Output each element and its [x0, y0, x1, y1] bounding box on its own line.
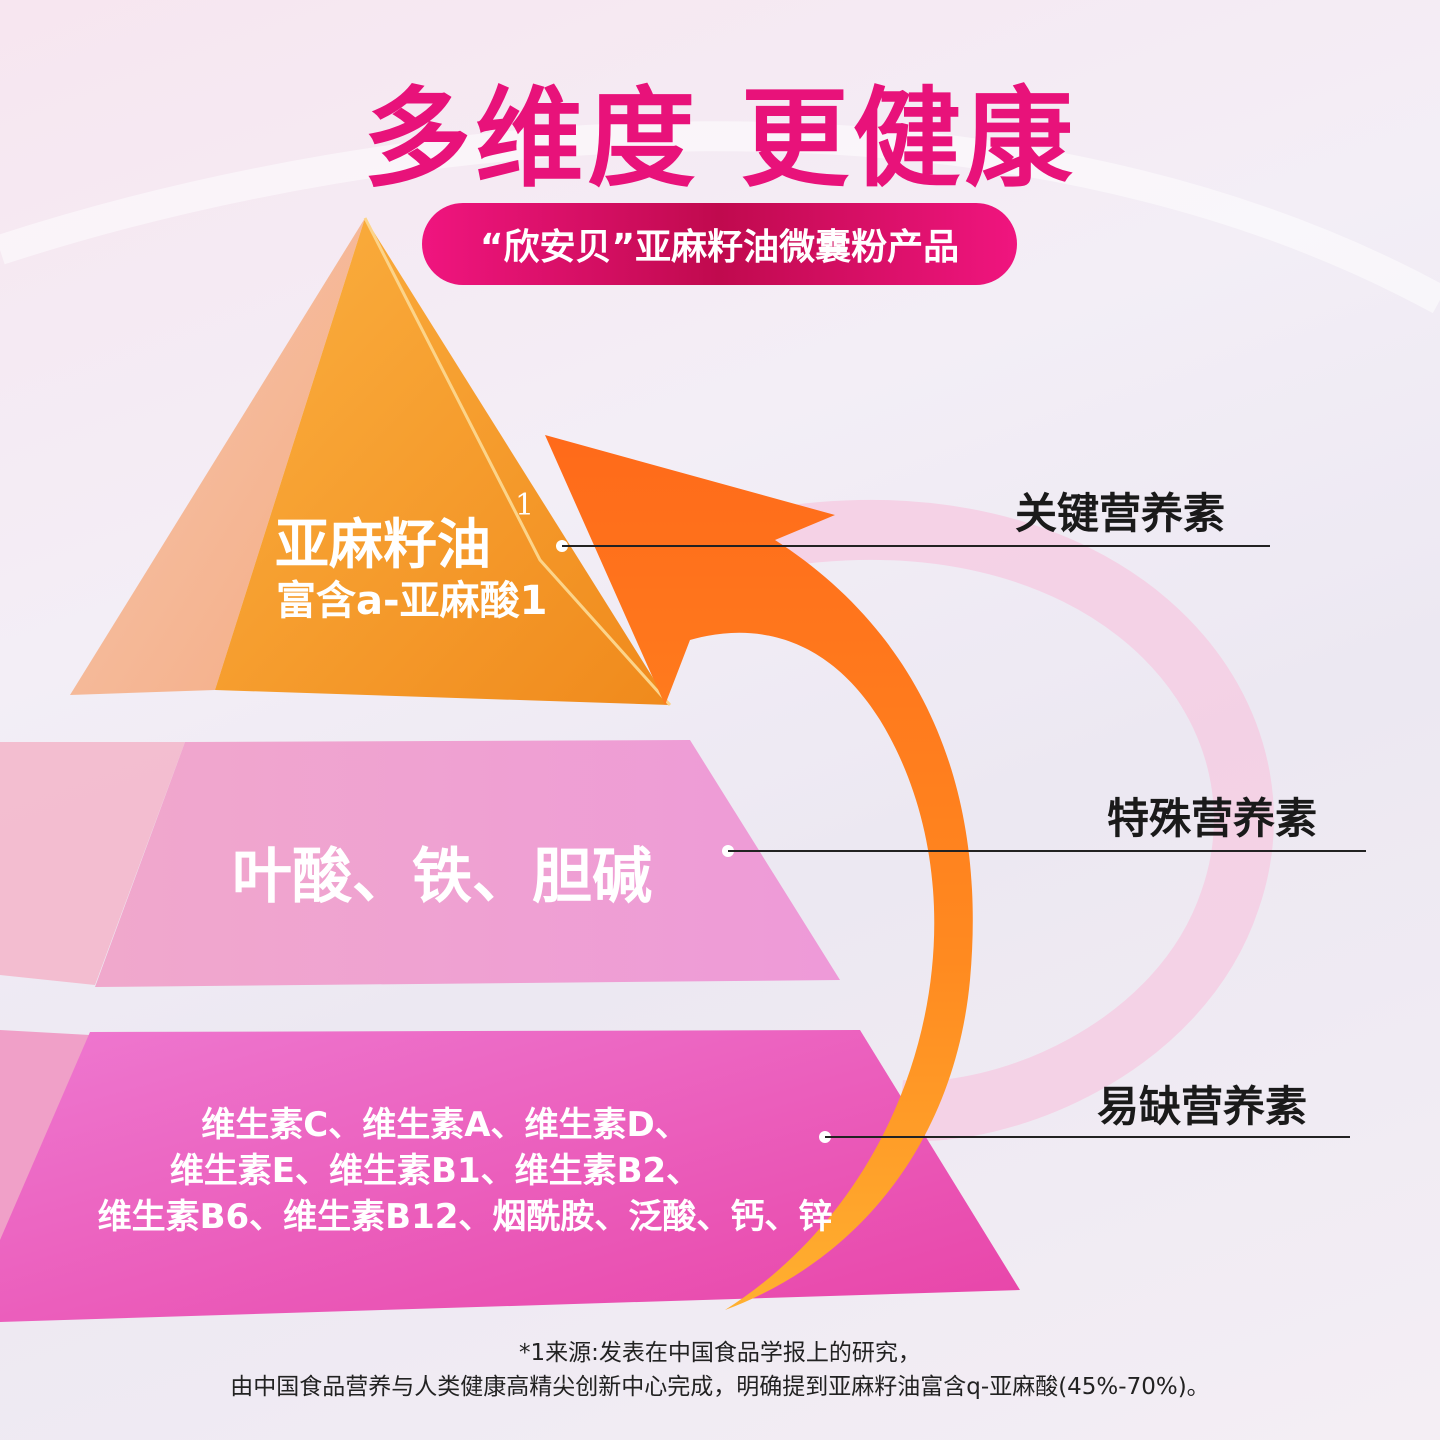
pointer-line: [562, 545, 1270, 547]
content-line: 维生素B6、维生素B12、烟酰胺、泛酸、钙、锌: [97, 1197, 833, 1237]
pointer-line: [728, 850, 1366, 852]
tier-bottom-content: 维生素C、维生素A、维生素D、 维生素E、维生素B1、维生素B2、 维生素B6、…: [0, 1102, 900, 1240]
pyramid-middle-front-face: [95, 740, 840, 987]
footnote: *1来源:发表在中国食品学报上的研究， 由中国食品营养与人类健康高精尖创新中心完…: [0, 1336, 1440, 1404]
product-name: “欣安贝”亚麻籽油微囊粉产品: [479, 227, 960, 268]
tier-middle-content: 叶酸、铁、胆碱: [232, 842, 652, 912]
content-line: 维生素C、维生素A、维生素D、: [201, 1105, 689, 1145]
footnote-line: 由中国食品营养与人类健康高精尖创新中心完成，明确提到亚麻籽油富含q-亚麻酸(45…: [230, 1374, 1210, 1400]
tier-label-deficient: 易缺营养素: [1097, 1082, 1308, 1131]
tier-top-subtitle: 富含a-亚麻酸1: [276, 578, 548, 624]
superscript: 1: [515, 488, 535, 523]
pyramid-top-front-face: [215, 218, 670, 705]
pyramid-top-left-face: [70, 218, 365, 695]
footnote-line: *1来源:发表在中国食品学报上的研究，: [519, 1340, 921, 1366]
upward-arrow: [545, 435, 973, 1310]
tier-label-special: 特殊营养素: [1107, 794, 1318, 843]
pointer-line: [825, 1136, 1350, 1138]
tier-top-title: 亚麻籽油: [275, 513, 491, 576]
page-title: 多维度 更健康: [363, 77, 1077, 202]
tier-label-key: 关键营养素: [1015, 489, 1226, 538]
pyramid-middle-left-face: [0, 742, 185, 985]
product-badge: “欣安贝”亚麻籽油微囊粉产品: [422, 203, 1017, 285]
content-line: 维生素E、维生素B1、维生素B2、: [169, 1151, 701, 1191]
ring-decoration: [754, 500, 1274, 1141]
pyramid-bottom-front-face: [0, 1030, 1020, 1322]
